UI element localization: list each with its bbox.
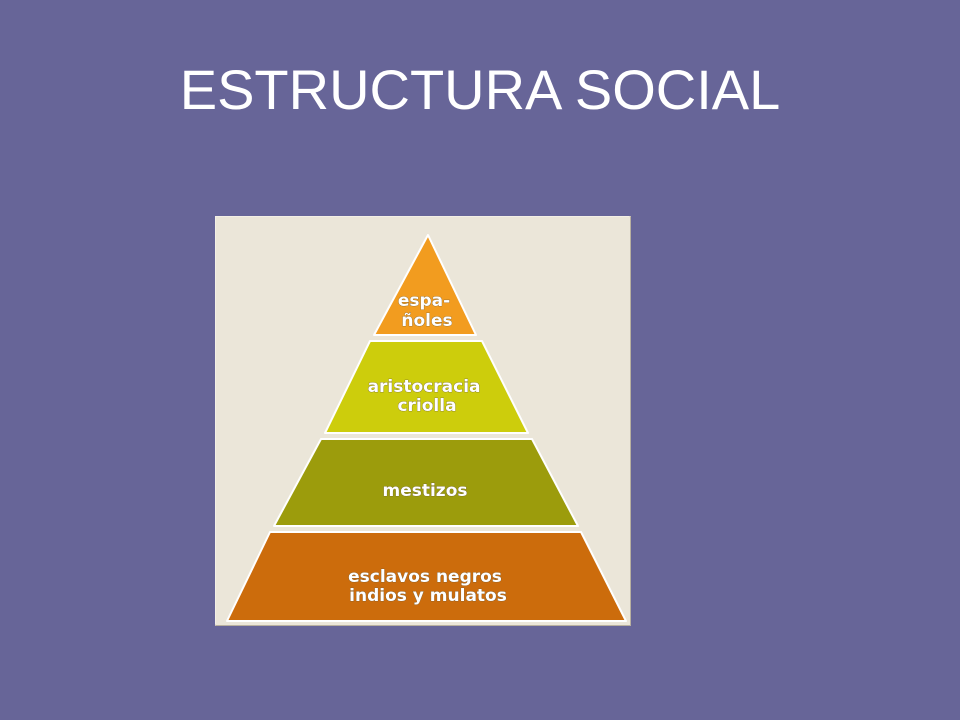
tier-mestizos-shape	[273, 438, 579, 527]
tier-aristocracia-shape	[324, 340, 529, 434]
tier-esclavos-label-line-1: esclavos negros	[348, 567, 502, 587]
tier-espanoles-shape	[373, 234, 477, 336]
svg-text:aristocracia criolla: aristocracia criolla	[368, 377, 487, 416]
tier-esclavos: esclavos negros indios y mulatos	[226, 531, 627, 622]
slide-title: ESTRUCTURA SOCIAL	[179, 58, 781, 121]
tier-espanoles: espa- ñoles	[373, 234, 477, 336]
pyramid-figure: espa- ñoles aristocracia criolla mestizo…	[215, 216, 631, 626]
tier-esclavos-label-line-2: indios y mulatos	[349, 586, 507, 606]
tier-espanoles-label-line-1: espa-	[398, 291, 450, 311]
tier-esclavos-shape	[226, 531, 627, 622]
pyramid-diagram: espa- ñoles aristocracia criolla mestizo…	[216, 217, 630, 625]
tier-aristocracia: aristocracia criolla	[324, 340, 529, 434]
svg-text:mestizos: mestizos	[382, 481, 467, 501]
tier-aristocracia-label-line-1: aristocracia	[368, 377, 481, 397]
svg-text:espa- ñoles: espa- ñoles	[398, 291, 456, 331]
tier-mestizos-label-line-1: mestizos	[382, 481, 467, 501]
tier-espanoles-label-line-2: ñoles	[401, 311, 452, 331]
tier-mestizos: mestizos	[273, 438, 579, 527]
tier-aristocracia-label-line-2: criolla	[397, 396, 456, 416]
svg-text:esclavos negros indi: esclavos negros indios y mulatos	[348, 567, 508, 606]
